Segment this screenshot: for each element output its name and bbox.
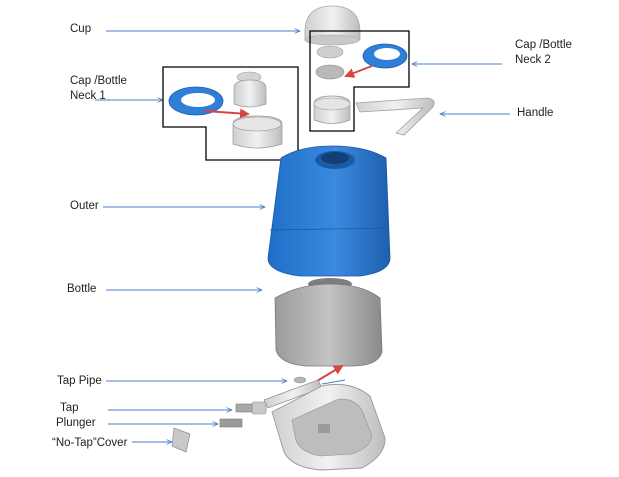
label-tap-line2: Plunger: [56, 417, 96, 429]
neck-1-frame: [162, 66, 299, 161]
label-cap-neck-1-line1: Cap /Bottle: [70, 75, 127, 87]
neck-2-frame: [309, 30, 410, 132]
outer-part: [267, 145, 391, 277]
cup-part: [304, 5, 361, 46]
leader-lines: [95, 31, 510, 442]
base-part: [271, 383, 386, 471]
label-cap-neck-2-line1: Cap /Bottle: [515, 39, 572, 51]
bottle-part: [274, 278, 383, 367]
handle-part: [355, 97, 435, 136]
label-cap-neck-2-line2: Neck 2: [515, 54, 551, 66]
label-tap-line1: Tap: [60, 402, 79, 414]
tap-plunger-part: [219, 401, 267, 428]
label-cup: Cup: [70, 23, 92, 35]
label-handle: Handle: [517, 107, 554, 119]
label-outer: Outer: [70, 200, 99, 212]
label-tap-pipe: Tap Pipe: [57, 375, 102, 387]
label-cap-neck-1-line2: Neck 1: [70, 90, 106, 102]
label-bottle: Bottle: [67, 283, 97, 295]
no-tap-cover-part: [171, 427, 191, 453]
label-no-tap-cover: “No-Tap”Cover: [52, 437, 128, 449]
